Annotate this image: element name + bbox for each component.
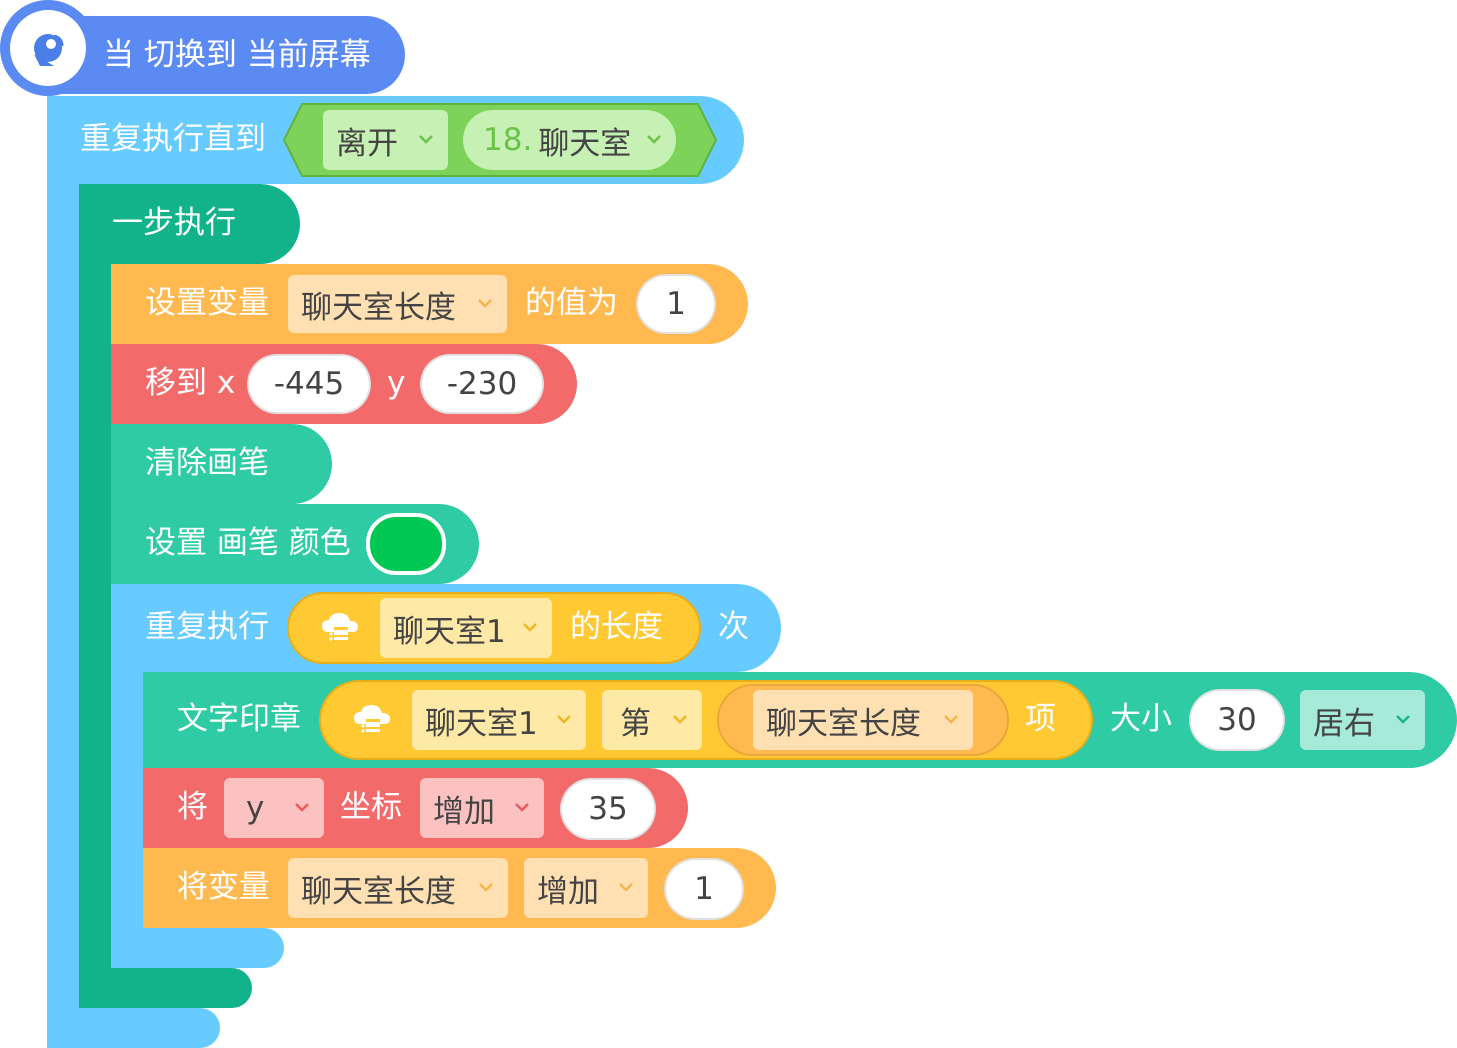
satellite-dish-icon <box>10 10 86 86</box>
index-mode-dropdown[interactable]: 第 <box>602 690 702 750</box>
repeat-until-foot <box>47 1008 220 1048</box>
coord-change-input[interactable]: 35 <box>560 778 656 840</box>
index-var-name: 聊天室长度 <box>766 705 921 742</box>
axis-value: y <box>246 790 265 826</box>
pen-color-label: 设置 画笔 颜色 <box>145 525 351 561</box>
event-dropdown-value: 离开 <box>336 125 398 162</box>
hat-label: 当 切换到 当前屏幕 <box>103 37 371 73</box>
cloud-list-icon <box>322 613 358 641</box>
align-value: 居右 <box>1313 705 1375 742</box>
chevron-down-icon <box>419 135 433 144</box>
chevron-down-icon <box>944 715 958 724</box>
index-var-dropdown[interactable]: 聊天室长度 <box>753 690 973 750</box>
step-exec-label: 一步执行 <box>112 205 236 241</box>
goto-y-input[interactable]: -230 <box>420 354 544 414</box>
step-exec-arm <box>79 240 113 1008</box>
stamp-list-name: 聊天室1 <box>425 705 538 742</box>
coord-label: 坐标 <box>340 789 402 825</box>
repeat-until-label: 重复执行直到 <box>80 121 266 157</box>
goto-y-label: y <box>387 365 406 401</box>
set-var-value-input[interactable]: 1 <box>636 274 716 334</box>
change-var-op-value: 增加 <box>537 873 599 910</box>
stamp-list-dropdown[interactable]: 聊天室1 <box>412 690 586 750</box>
list-length-label: 的长度 <box>570 609 663 645</box>
repeat-times-label: 次 <box>718 609 749 645</box>
goto-x-label: 移到 x <box>145 365 236 401</box>
step-exec-block[interactable] <box>79 184 300 264</box>
pen-color-swatch[interactable] <box>366 513 446 575</box>
screen-dropdown[interactable]: 18. 聊天室 <box>463 110 676 170</box>
chevron-down-icon <box>673 715 687 724</box>
coord-op-dropdown[interactable]: 增加 <box>420 778 544 838</box>
change-var-dropdown[interactable]: 聊天室长度 <box>288 858 508 918</box>
repeat-n-arm <box>111 660 145 968</box>
text-stamp-label: 文字印章 <box>177 701 301 737</box>
change-var-label: 将变量 <box>177 869 270 905</box>
repeat-n-label: 重复执行 <box>145 609 269 645</box>
chevron-down-icon <box>1396 715 1410 724</box>
clear-pen-label: 清除画笔 <box>145 445 269 481</box>
change-var-input[interactable]: 1 <box>664 858 744 920</box>
screen-number: 18. <box>483 122 533 158</box>
set-var-dropdown[interactable]: 聊天室长度 <box>288 275 507 333</box>
coord-op-value: 增加 <box>433 793 495 830</box>
repeat-n-foot <box>111 928 284 968</box>
chevron-down-icon <box>295 803 309 812</box>
chevron-down-icon <box>515 803 529 812</box>
item-label: 项 <box>1025 701 1056 737</box>
set-var-label: 设置变量 <box>145 285 269 321</box>
chevron-down-icon <box>523 623 537 632</box>
index-mode-value: 第 <box>620 705 651 742</box>
change-var-name: 聊天室长度 <box>301 873 456 910</box>
event-dropdown[interactable]: 离开 <box>323 110 448 170</box>
align-dropdown[interactable]: 居右 <box>1300 690 1425 750</box>
chevron-down-icon <box>647 135 661 144</box>
chevron-down-icon <box>479 883 493 892</box>
repeat-until-arm <box>47 150 81 1048</box>
axis-dropdown[interactable]: y <box>224 778 324 838</box>
stamp-size-input[interactable]: 30 <box>1189 689 1285 751</box>
set-var-mid-label: 的值为 <box>525 285 618 321</box>
goto-x-input[interactable]: -445 <box>247 354 371 414</box>
size-label: 大小 <box>1110 701 1172 737</box>
step-exec-foot <box>79 968 252 1008</box>
set-var-name: 聊天室长度 <box>301 289 456 326</box>
change-var-op-dropdown[interactable]: 增加 <box>524 858 648 918</box>
cloud-list-icon <box>354 705 390 733</box>
change-coord-label: 将 <box>177 789 208 825</box>
chevron-down-icon <box>619 883 633 892</box>
chevron-down-icon <box>478 299 492 308</box>
repeat-list-name: 聊天室1 <box>393 613 506 650</box>
clear-pen-block[interactable] <box>111 424 332 504</box>
repeat-list-dropdown[interactable]: 聊天室1 <box>380 598 552 658</box>
screen-name: 聊天室 <box>538 125 632 162</box>
chevron-down-icon <box>557 715 571 724</box>
